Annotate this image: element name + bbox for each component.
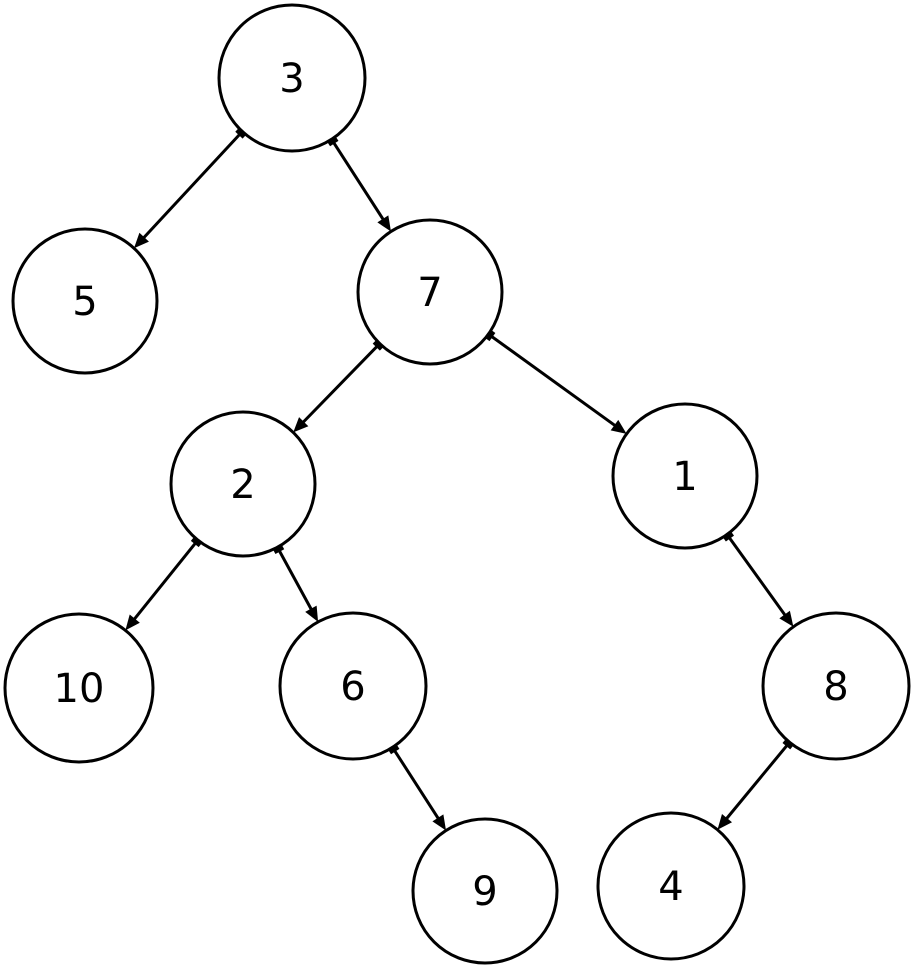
edge-arrowhead <box>293 417 309 433</box>
tree-node[interactable]: 3 <box>217 3 367 153</box>
node-label: 1 <box>672 454 697 500</box>
node-label: 2 <box>230 462 255 508</box>
node-label: 3 <box>279 56 304 102</box>
node-label: 10 <box>54 666 105 712</box>
tree-node[interactable]: 4 <box>596 811 746 961</box>
node-label: 8 <box>823 664 848 710</box>
node-label: 4 <box>658 864 683 910</box>
node-circle[interactable] <box>3 612 155 764</box>
edge-line <box>276 546 315 613</box>
tree-edge <box>717 735 797 830</box>
node-label: 7 <box>417 270 442 316</box>
node-circle[interactable] <box>356 218 504 366</box>
edge-line <box>300 342 381 426</box>
tree-node[interactable]: 6 <box>278 611 428 761</box>
nodes-layer: 3 5 7 2 1 10 6 8 9 4 <box>3 3 911 965</box>
edge-line <box>725 533 789 619</box>
edge-arrowhead <box>305 605 319 622</box>
node-circle[interactable] <box>411 817 559 965</box>
edge-line <box>391 746 442 822</box>
tree-node[interactable]: 5 <box>11 227 159 375</box>
edge-arrowhead <box>133 232 149 249</box>
tree-node[interactable]: 7 <box>356 218 504 366</box>
node-label: 6 <box>340 664 365 710</box>
edge-arrowhead <box>610 419 627 434</box>
node-circle[interactable] <box>217 3 367 153</box>
node-circle[interactable] <box>596 811 746 961</box>
node-circle[interactable] <box>761 611 911 761</box>
tree-edge <box>385 740 447 831</box>
node-circle[interactable] <box>611 402 759 550</box>
edge-line <box>487 332 619 429</box>
edge-line <box>330 138 387 223</box>
tree-node[interactable]: 8 <box>761 611 911 761</box>
tree-edge <box>481 327 627 434</box>
edge-line <box>723 741 791 822</box>
tree-edge <box>293 336 387 433</box>
tree-edge <box>324 132 391 232</box>
node-circle[interactable] <box>278 611 428 761</box>
tree-edge <box>133 124 250 249</box>
node-circle[interactable] <box>11 227 159 375</box>
edge-arrowhead <box>125 614 140 631</box>
tree-node[interactable]: 9 <box>411 817 559 965</box>
tree-node[interactable]: 10 <box>3 612 155 764</box>
node-label: 9 <box>472 869 497 915</box>
tree-edge <box>720 527 794 627</box>
tree-edge <box>125 533 205 631</box>
tree-edge <box>270 540 319 622</box>
edge-arrowhead <box>432 814 447 831</box>
node-circle[interactable] <box>169 410 317 558</box>
edge-line <box>140 130 244 242</box>
edge-arrowhead <box>779 610 794 627</box>
edge-arrowhead <box>377 215 391 232</box>
tree-node[interactable]: 1 <box>611 402 759 550</box>
edge-arrowhead <box>717 813 733 830</box>
tree-node[interactable]: 2 <box>169 410 317 558</box>
edge-line <box>131 539 200 623</box>
node-label: 5 <box>72 279 97 325</box>
